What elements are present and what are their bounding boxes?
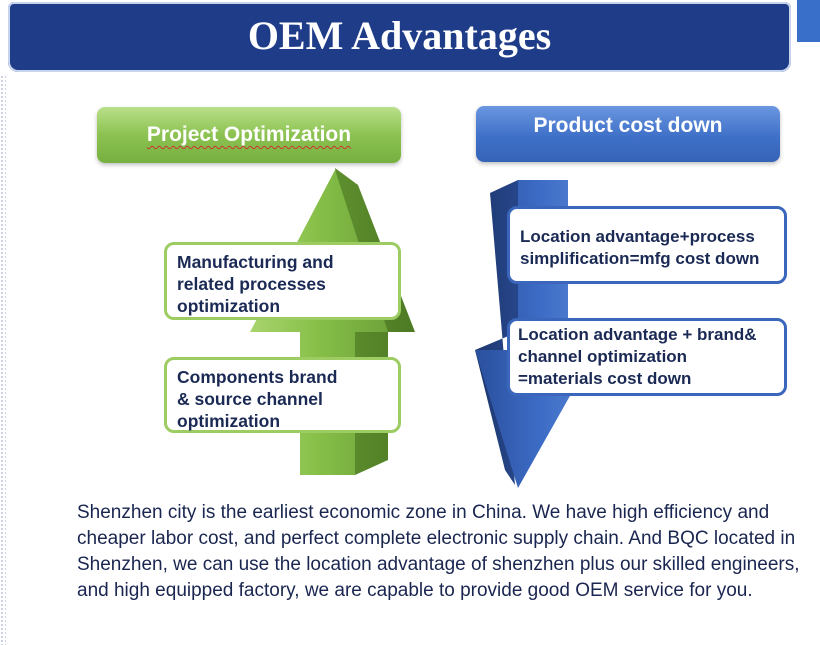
box-line: & source channel	[177, 389, 323, 409]
project-optimization-label: Project Optimization	[146, 123, 352, 146]
box-line: =materials cost down	[518, 369, 692, 388]
box-line: channel optimization	[518, 347, 688, 366]
product-cost-down-label: Product cost down	[533, 114, 723, 137]
materials-cost-down-box: Location advantage + brand& channel opti…	[507, 318, 787, 396]
box-line: related processes	[177, 274, 326, 294]
description-paragraph: Shenzhen city is the earliest economic z…	[77, 502, 800, 601]
box-line: simplification=mfg cost down	[520, 249, 760, 268]
box-line: optimization	[177, 411, 281, 431]
box-line: optimization	[177, 296, 281, 316]
product-cost-down-header: Product cost down	[476, 106, 780, 162]
box-line: Location advantage+process	[520, 227, 755, 246]
box-line: Location advantage + brand&	[518, 325, 757, 344]
title-banner: OEM Advantages	[8, 2, 791, 72]
project-optimization-header: Project Optimization	[97, 107, 401, 163]
box-line: Manufacturing and	[177, 252, 334, 272]
mfg-cost-down-box: Location advantage+process simplificatio…	[507, 206, 787, 284]
components-optimization-box: Components brand & source channel optimi…	[164, 357, 401, 433]
corner-accent	[797, 0, 820, 42]
manufacturing-optimization-box: Manufacturing and related processes opti…	[164, 242, 401, 320]
page-title: OEM Advantages	[247, 12, 552, 58]
left-dot-border	[0, 75, 6, 645]
box-line: Components brand	[177, 367, 338, 387]
